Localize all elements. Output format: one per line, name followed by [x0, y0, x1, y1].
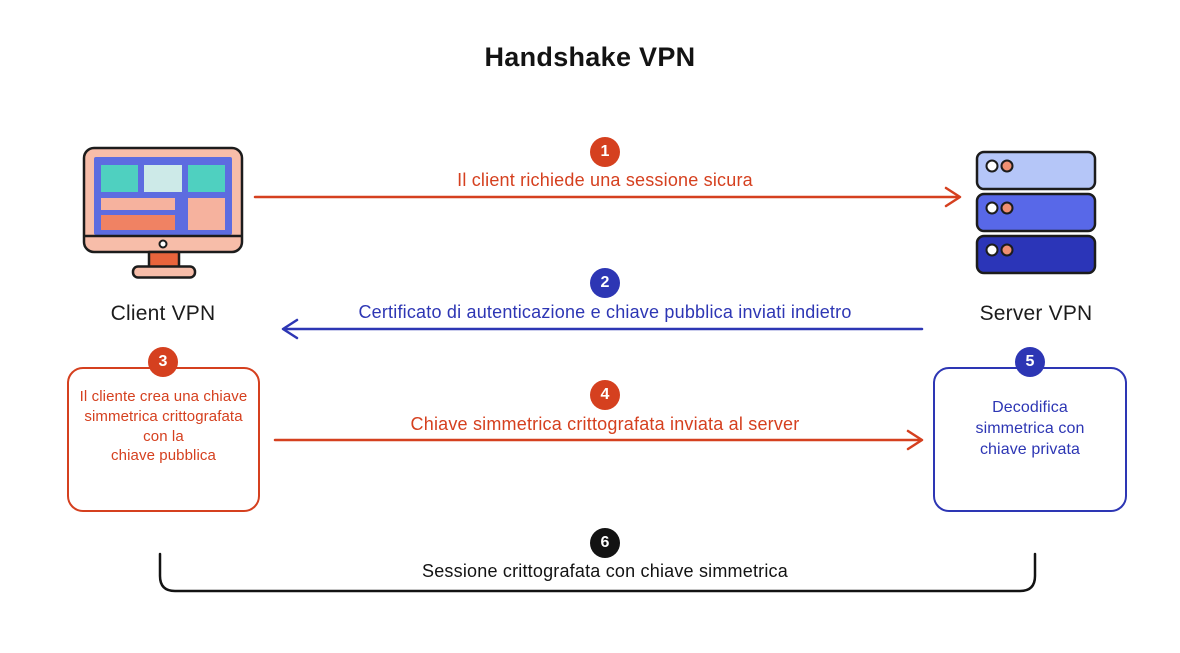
- step4-caption: Chiave simmetrica crittografata inviata …: [410, 414, 800, 434]
- step5-badge: 5: [1015, 347, 1045, 377]
- step1-arrow-right-icon: [253, 186, 962, 208]
- step6-caption: Sessione crittografata con chiave simmet…: [422, 561, 788, 581]
- server-vpn-label: Server VPN: [979, 302, 1093, 325]
- step2-caption: Certificato di autenticazione e chiave p…: [358, 302, 852, 322]
- step4-badge: 4: [590, 380, 620, 410]
- step2-badge: 2: [590, 268, 620, 298]
- step4-arrow-right-icon: [273, 429, 924, 451]
- server-decrypt-callout: Decodifica simmetrica con chiave privata: [933, 367, 1127, 512]
- desktop-computer-icon: [82, 146, 244, 279]
- client-vpn-label: Client VPN: [110, 302, 216, 325]
- step6-badge: 6: [590, 528, 620, 558]
- step1-badge: 1: [590, 137, 620, 167]
- page-title: Handshake VPN: [484, 42, 696, 72]
- client-key-callout: Il cliente crea una chiave simmetrica cr…: [67, 367, 260, 512]
- step5-caption: Decodifica simmetrica con chiave privata: [975, 399, 1085, 459]
- step1-caption: Il client richiede una sessione sicura: [457, 170, 753, 190]
- step3-caption: Il cliente crea una chiave simmetrica cr…: [79, 388, 248, 465]
- step2-arrow-left-icon: [281, 318, 924, 340]
- step3-badge: 3: [148, 347, 178, 377]
- session-bracket: [158, 552, 1037, 593]
- server-rack-icon: [975, 150, 1097, 275]
